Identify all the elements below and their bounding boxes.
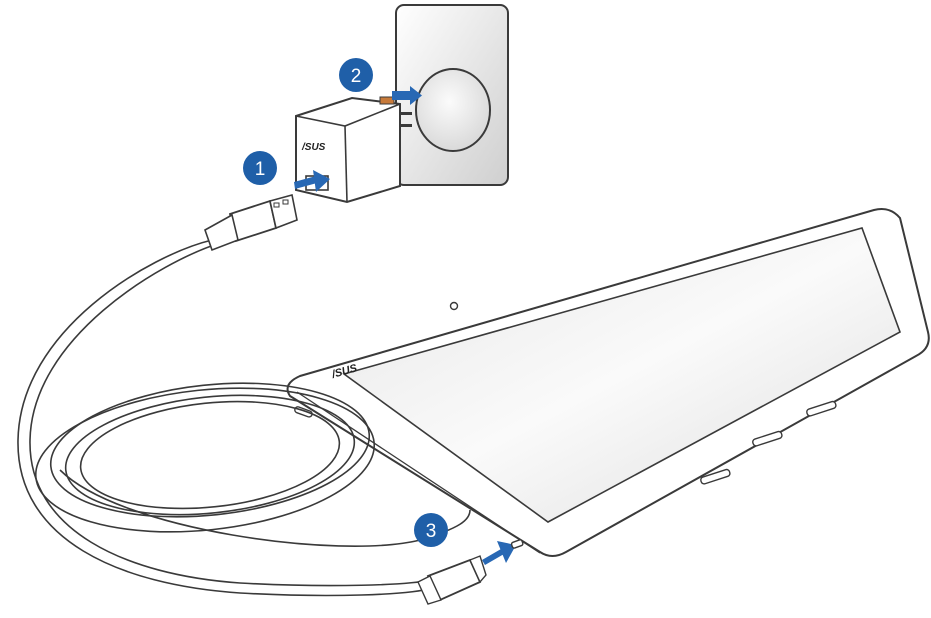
arrow-to-outlet — [392, 86, 422, 105]
step-badge-3: 3 — [414, 513, 448, 547]
tablet: /SUS — [286, 208, 930, 557]
side-button — [752, 430, 783, 447]
side-button — [700, 468, 731, 485]
arrow-to-tablet — [482, 541, 516, 565]
step-badge-1: 1 — [243, 151, 277, 185]
side-button — [806, 400, 837, 417]
step-badge-circle — [414, 513, 448, 547]
front-camera — [449, 301, 459, 311]
step-badge-circle — [243, 151, 277, 185]
adapter-brand-logo: /SUS — [301, 142, 326, 153]
step-number: 1 — [255, 159, 266, 180]
tablet-screen — [342, 227, 901, 523]
step-badge-2: 2 — [339, 58, 373, 92]
usb-a-connector — [204, 194, 298, 252]
arrow-to-adapter — [294, 170, 330, 192]
tablet-usb-port — [510, 539, 524, 549]
step-number: 2 — [351, 66, 362, 87]
outlet-socket — [415, 68, 491, 152]
wall-outlet — [395, 4, 509, 186]
step-badge-circle — [339, 58, 373, 92]
micro-usb-connector — [417, 555, 487, 605]
usb-cable — [17, 239, 471, 597]
power-adapter: /SUS — [295, 96, 412, 204]
step-number: 3 — [426, 521, 437, 542]
